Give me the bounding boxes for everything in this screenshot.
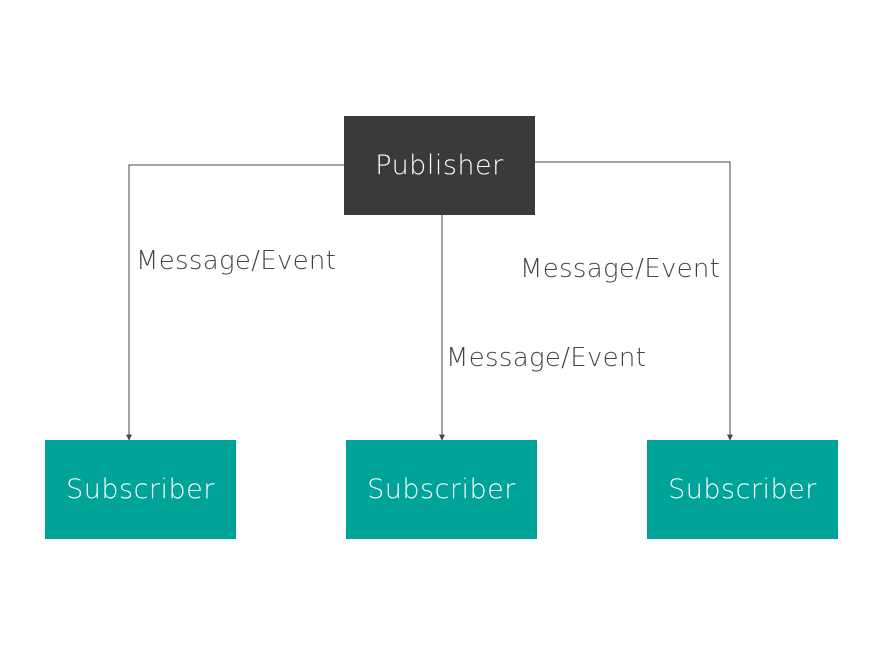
connector-right xyxy=(535,161,733,441)
edge-label-right: Message/Event xyxy=(520,254,721,284)
subscriber-label: Subscriber xyxy=(367,474,516,505)
connector-left xyxy=(126,164,344,441)
subscriber-node-right: Subscriber xyxy=(647,440,838,539)
subscriber-label: Subscriber xyxy=(668,474,817,505)
edge-label-middle: Message/Event xyxy=(446,343,647,373)
subscriber-node-left: Subscriber xyxy=(45,440,236,539)
subscriber-label: Subscriber xyxy=(66,474,215,505)
publisher-node: Publisher xyxy=(344,116,535,215)
publisher-label: Publisher xyxy=(375,150,504,181)
subscriber-node-middle: Subscriber xyxy=(346,440,537,539)
edge-label-left: Message/Event xyxy=(136,246,337,276)
